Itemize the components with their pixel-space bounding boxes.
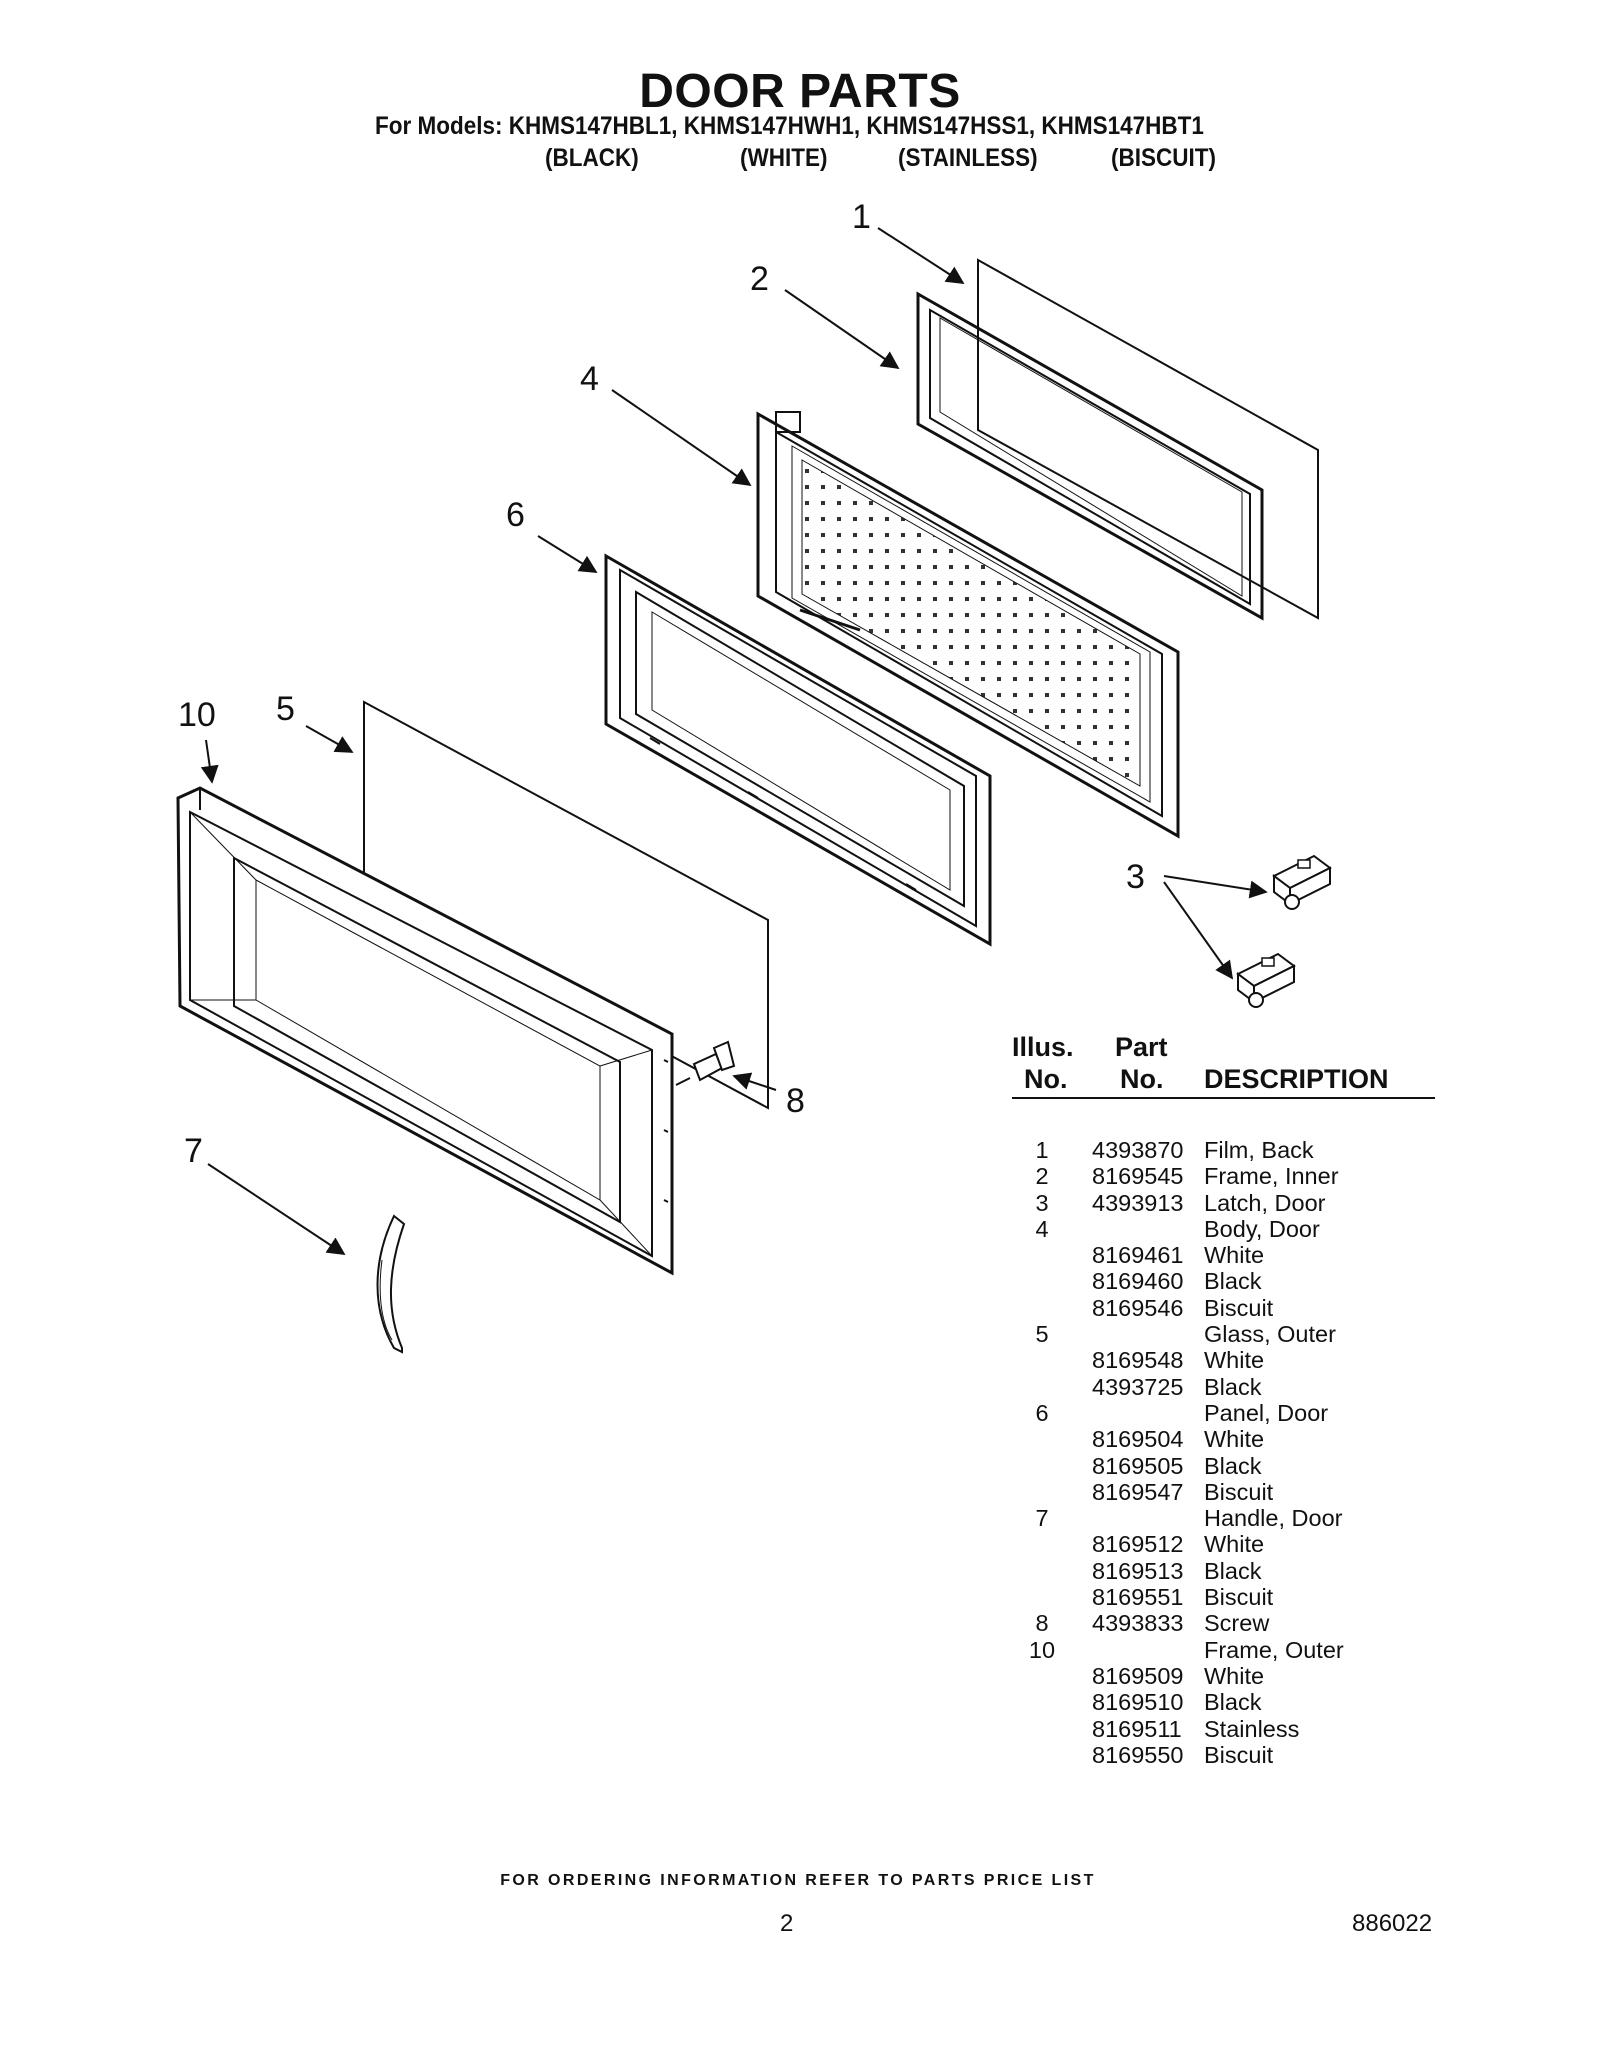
part-no: 8169546 [1092,1294,1184,1321]
description: White [1204,1531,1265,1558]
callout-arrows [200,227,1268,1255]
description: Black [1204,1373,1262,1400]
part-no: 8169548 [1092,1347,1184,1374]
document-number: 886022 [1352,1910,1433,1937]
part-no: 8169460 [1092,1268,1184,1295]
description: White [1204,1662,1265,1689]
table-header-rule [1012,1097,1435,1099]
description: Biscuit [1204,1294,1274,1321]
part-no: 4393913 [1092,1189,1184,1216]
part-no: 4393833 [1092,1610,1184,1637]
callout-4: 4 [580,360,599,398]
description: White [1204,1426,1265,1453]
part-no: 8169512 [1092,1531,1184,1558]
part-no: 8169545 [1092,1163,1184,1190]
part-latch-door-upper [1272,854,1332,910]
header-part-line2: No. [1120,1064,1164,1094]
description: White [1204,1347,1265,1374]
part-latch-door-lower [1236,952,1296,1008]
description: Glass, Outer [1204,1321,1336,1348]
header-part-line1: Part [1115,1032,1168,1062]
callout-2: 2 [750,260,769,298]
page-number: 2 [780,1910,794,1937]
description: Latch, Door [1204,1189,1326,1216]
part-no: 8169511 [1092,1715,1182,1742]
callout-10: 10 [178,696,216,734]
illus-no: 1 [1035,1137,1049,1163]
variant-biscuit: (BISCUIT) [1111,144,1216,172]
illus-no: 8 [1035,1610,1049,1637]
part-no: 8169550 [1092,1741,1184,1768]
part-no: 8169510 [1092,1689,1184,1716]
illus-no: 2 [1035,1163,1049,1190]
description: Stainless [1204,1715,1300,1742]
part-panel-door [604,553,992,947]
description: Black [1204,1268,1262,1295]
part-no: 4393870 [1092,1137,1184,1163]
header-illus-line2: No. [1024,1064,1068,1094]
part-no: 8169513 [1092,1557,1184,1584]
part-no: 8169547 [1092,1478,1184,1505]
description: Frame, Inner [1204,1163,1339,1190]
header-illus-line1: Illus. [1012,1032,1074,1062]
part-glass-outer [363,700,769,1110]
part-body-door [756,411,1180,839]
models-line: For Models: KHMS147HBL1, KHMS147HWH1, KH… [375,112,1204,140]
ordering-note-text: FOR ORDERING INFORMATION REFER TO PARTS … [500,1872,1096,1889]
part-no: 8169509 [1092,1662,1184,1689]
illus-no: 7 [1035,1505,1049,1532]
illus-no: 4 [1035,1215,1049,1242]
callout-3: 3 [1126,858,1145,896]
description: Screw [1204,1610,1270,1637]
description: Black [1204,1452,1262,1479]
description: Biscuit [1204,1584,1274,1611]
part-no: 8169551 [1092,1584,1184,1611]
variant-stainless: (STAINLESS) [898,144,1038,172]
variant-black: (BLACK) [545,144,639,172]
part-handle-door [376,1214,406,1354]
description: Body, Door [1204,1215,1320,1242]
description: White [1204,1242,1265,1269]
part-no: 8169504 [1092,1426,1184,1453]
ordering-note: FOR ORDERING INFORMATION REFER TO PARTS … [0,1872,1600,1890]
illus-no: 3 [1035,1189,1049,1216]
part-no: 8169505 [1092,1452,1184,1479]
description: Frame, Outer [1204,1636,1344,1663]
callout-5: 5 [276,690,295,728]
part-screw [675,1040,736,1086]
part-frame-inner [916,291,1264,621]
callout-6: 6 [506,496,525,534]
description: Black [1204,1689,1262,1716]
description: Black [1204,1557,1262,1584]
callout-1: 1 [852,198,871,236]
description: Biscuit [1204,1478,1274,1505]
callout-7: 7 [184,1132,203,1170]
part-no: 4393725 [1092,1373,1184,1400]
description: Film, Back [1204,1137,1314,1163]
page-title: DOOR PARTS [639,65,961,118]
illus-no: 10 [1028,1636,1056,1663]
variant-white: (WHITE) [740,144,828,172]
description: Panel, Door [1204,1399,1329,1426]
description: Biscuit [1204,1741,1274,1768]
part-frame-outer [176,786,674,1276]
description: Handle, Door [1204,1505,1343,1532]
illus-no: 6 [1035,1399,1049,1426]
callout-8: 8 [786,1082,805,1120]
part-film-back [977,258,1319,620]
illus-no: 5 [1035,1321,1049,1348]
part-no: 8169461 [1092,1242,1184,1269]
header-description: DESCRIPTION [1204,1064,1389,1094]
